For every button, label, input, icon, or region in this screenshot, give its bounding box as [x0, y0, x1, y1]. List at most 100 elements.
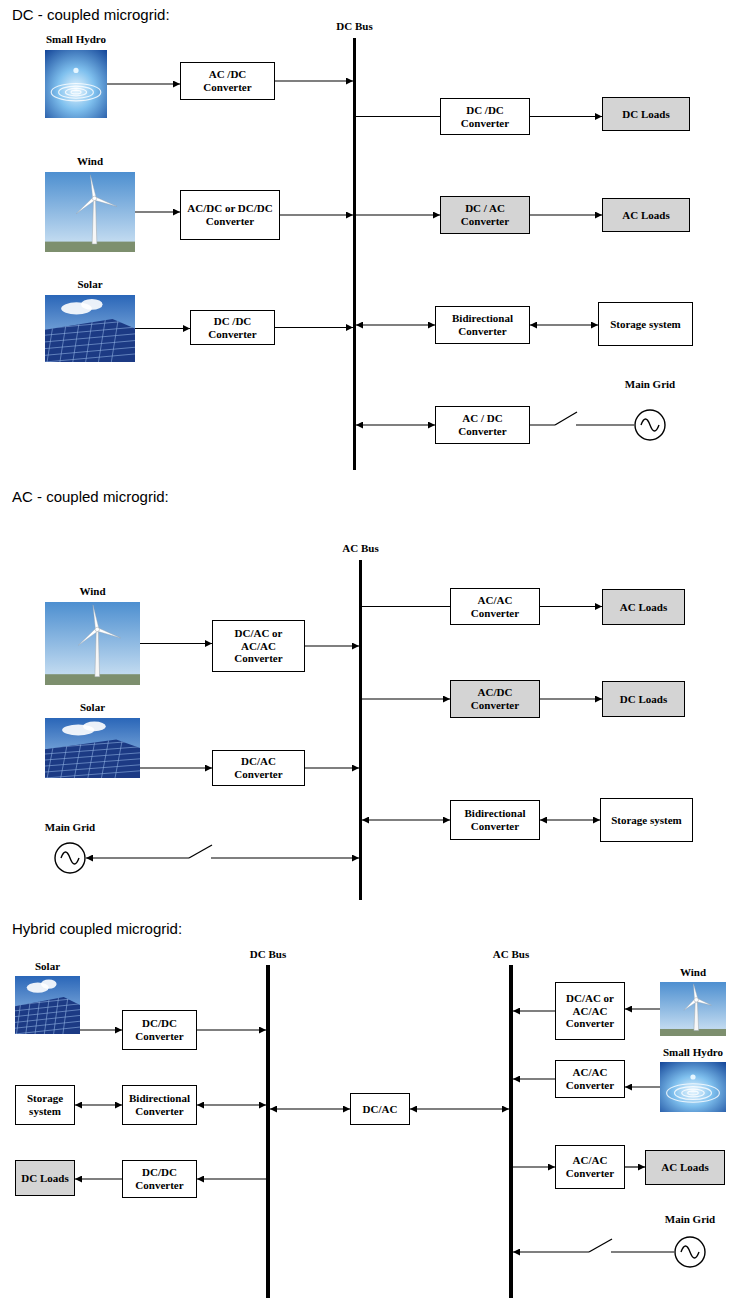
sky: [45, 295, 135, 362]
turbine-tower: [95, 629, 100, 676]
panel-line: [45, 747, 140, 754]
heading-label: Wind: [79, 585, 105, 598]
panel-line: [98, 295, 109, 362]
panel-line: [15, 998, 80, 1005]
box-label: Storage system: [21, 1092, 69, 1117]
sky: [15, 976, 80, 1034]
cloud: [81, 299, 103, 310]
box-label: DC/AC or AC/AC Converter: [561, 992, 619, 1030]
box-label: Storage system: [610, 318, 681, 331]
panel-line: [60, 295, 71, 362]
box-label: AC/AC Converter: [561, 1066, 619, 1091]
water-surface: [660, 1062, 726, 1112]
section-title: Hybrid coupled microgrid:: [12, 920, 182, 938]
sine-symbol: [641, 419, 659, 431]
water-drop: [690, 1074, 695, 1079]
switch-blade: [589, 1239, 612, 1252]
source-illustration: [660, 982, 726, 1036]
panel-line: [45, 741, 140, 748]
panel-line: [101, 718, 112, 778]
box-label: AC / DC Converter: [441, 412, 524, 437]
flow-connector: [86, 857, 359, 858]
panel-line: [16, 976, 24, 1034]
flow-connector: [362, 606, 450, 607]
flow-connector: [362, 698, 450, 699]
box-label: AC/DC or DC/DC Converter: [186, 202, 274, 227]
flow-connector: [140, 767, 212, 768]
flow-connector: [356, 214, 440, 215]
shaded-box: DC / AC Converter: [440, 196, 530, 234]
flow-connector: [80, 1029, 122, 1030]
flow-connector: [275, 80, 353, 81]
box-label: Bidirectional Converter: [441, 312, 524, 337]
source-illustration: [45, 718, 140, 778]
panel-line: [45, 334, 135, 342]
flow-connector: [513, 1078, 555, 1079]
box-label: AC Loads: [622, 209, 669, 222]
source-illustration: [15, 976, 80, 1034]
flow-connector: [410, 1108, 509, 1109]
heading-label: AC Bus: [493, 948, 529, 961]
box-label: AC/AC Converter: [456, 594, 534, 619]
panel-grid: [45, 295, 135, 362]
flow-connector: [197, 1178, 266, 1179]
panel-line: [61, 718, 72, 778]
turbine-tower: [92, 198, 97, 244]
flow-connector: [197, 1104, 266, 1105]
flow-connector: [540, 698, 602, 699]
source-illustration: [45, 602, 140, 685]
solar-panel: [15, 997, 80, 1034]
bus-bar: DC Bus: [266, 965, 270, 1298]
flow-connector: [75, 1178, 122, 1179]
water-ripple: [59, 86, 94, 98]
bus-bar: AC Bus: [509, 965, 513, 1298]
section-title: DC - coupled microgrid:: [12, 6, 170, 24]
flow-connector: [107, 83, 180, 84]
flow-connector: [530, 214, 602, 215]
shaded-box: AC Loads: [602, 198, 690, 232]
panel-line: [45, 759, 140, 766]
cloud: [41, 979, 57, 988]
panel-line: [45, 354, 135, 362]
heading-label: DC Bus: [250, 948, 286, 961]
flow-connector: [625, 1086, 660, 1087]
source-picture: Solar: [45, 295, 135, 362]
heading-label: DC Bus: [336, 20, 372, 33]
heading-label: Main Grid: [625, 378, 675, 391]
section-title: AC - coupled microgrid:: [12, 488, 169, 506]
heading-label: Wind: [77, 155, 103, 168]
box-label: DC/AC Converter: [218, 755, 299, 780]
flow-connector: [530, 116, 602, 117]
shaded-box: DC Loads: [15, 1160, 75, 1196]
grid-switch: [555, 412, 577, 432]
panel-line: [88, 718, 99, 778]
block-box: DC/DC Converter: [122, 1160, 197, 1198]
block-box: Storage system: [600, 798, 693, 842]
flow-connector: [540, 606, 602, 607]
block-box: AC/AC Converter: [450, 588, 540, 625]
block-box: Storage system: [15, 1085, 75, 1125]
shaded-box: AC/DC Converter: [450, 680, 540, 718]
flow-connector: [362, 819, 450, 820]
panel-line: [86, 295, 97, 362]
grid-drawing: [54, 842, 86, 874]
flow-connector: [280, 214, 353, 215]
block-box: DC/AC or AC/AC Converter: [212, 620, 305, 672]
panel-line: [54, 976, 62, 1034]
turbine-blade: [90, 175, 96, 199]
block-box: Bidirectional Converter: [450, 800, 540, 840]
panel-line: [15, 1015, 80, 1022]
grid-switch: [189, 845, 212, 865]
source-illustration: [45, 295, 135, 362]
heading-label: Main Grid: [45, 821, 95, 834]
switch-blade: [189, 845, 212, 858]
panel-grid: [45, 718, 140, 778]
panel-line: [47, 295, 58, 362]
source-picture: Solar: [45, 718, 140, 778]
panel-line: [45, 765, 140, 772]
flow-connector: [356, 116, 440, 117]
flow-connector: [135, 211, 180, 212]
panel-line: [45, 771, 140, 778]
switch-gap: [555, 418, 576, 432]
sky: [45, 172, 135, 252]
